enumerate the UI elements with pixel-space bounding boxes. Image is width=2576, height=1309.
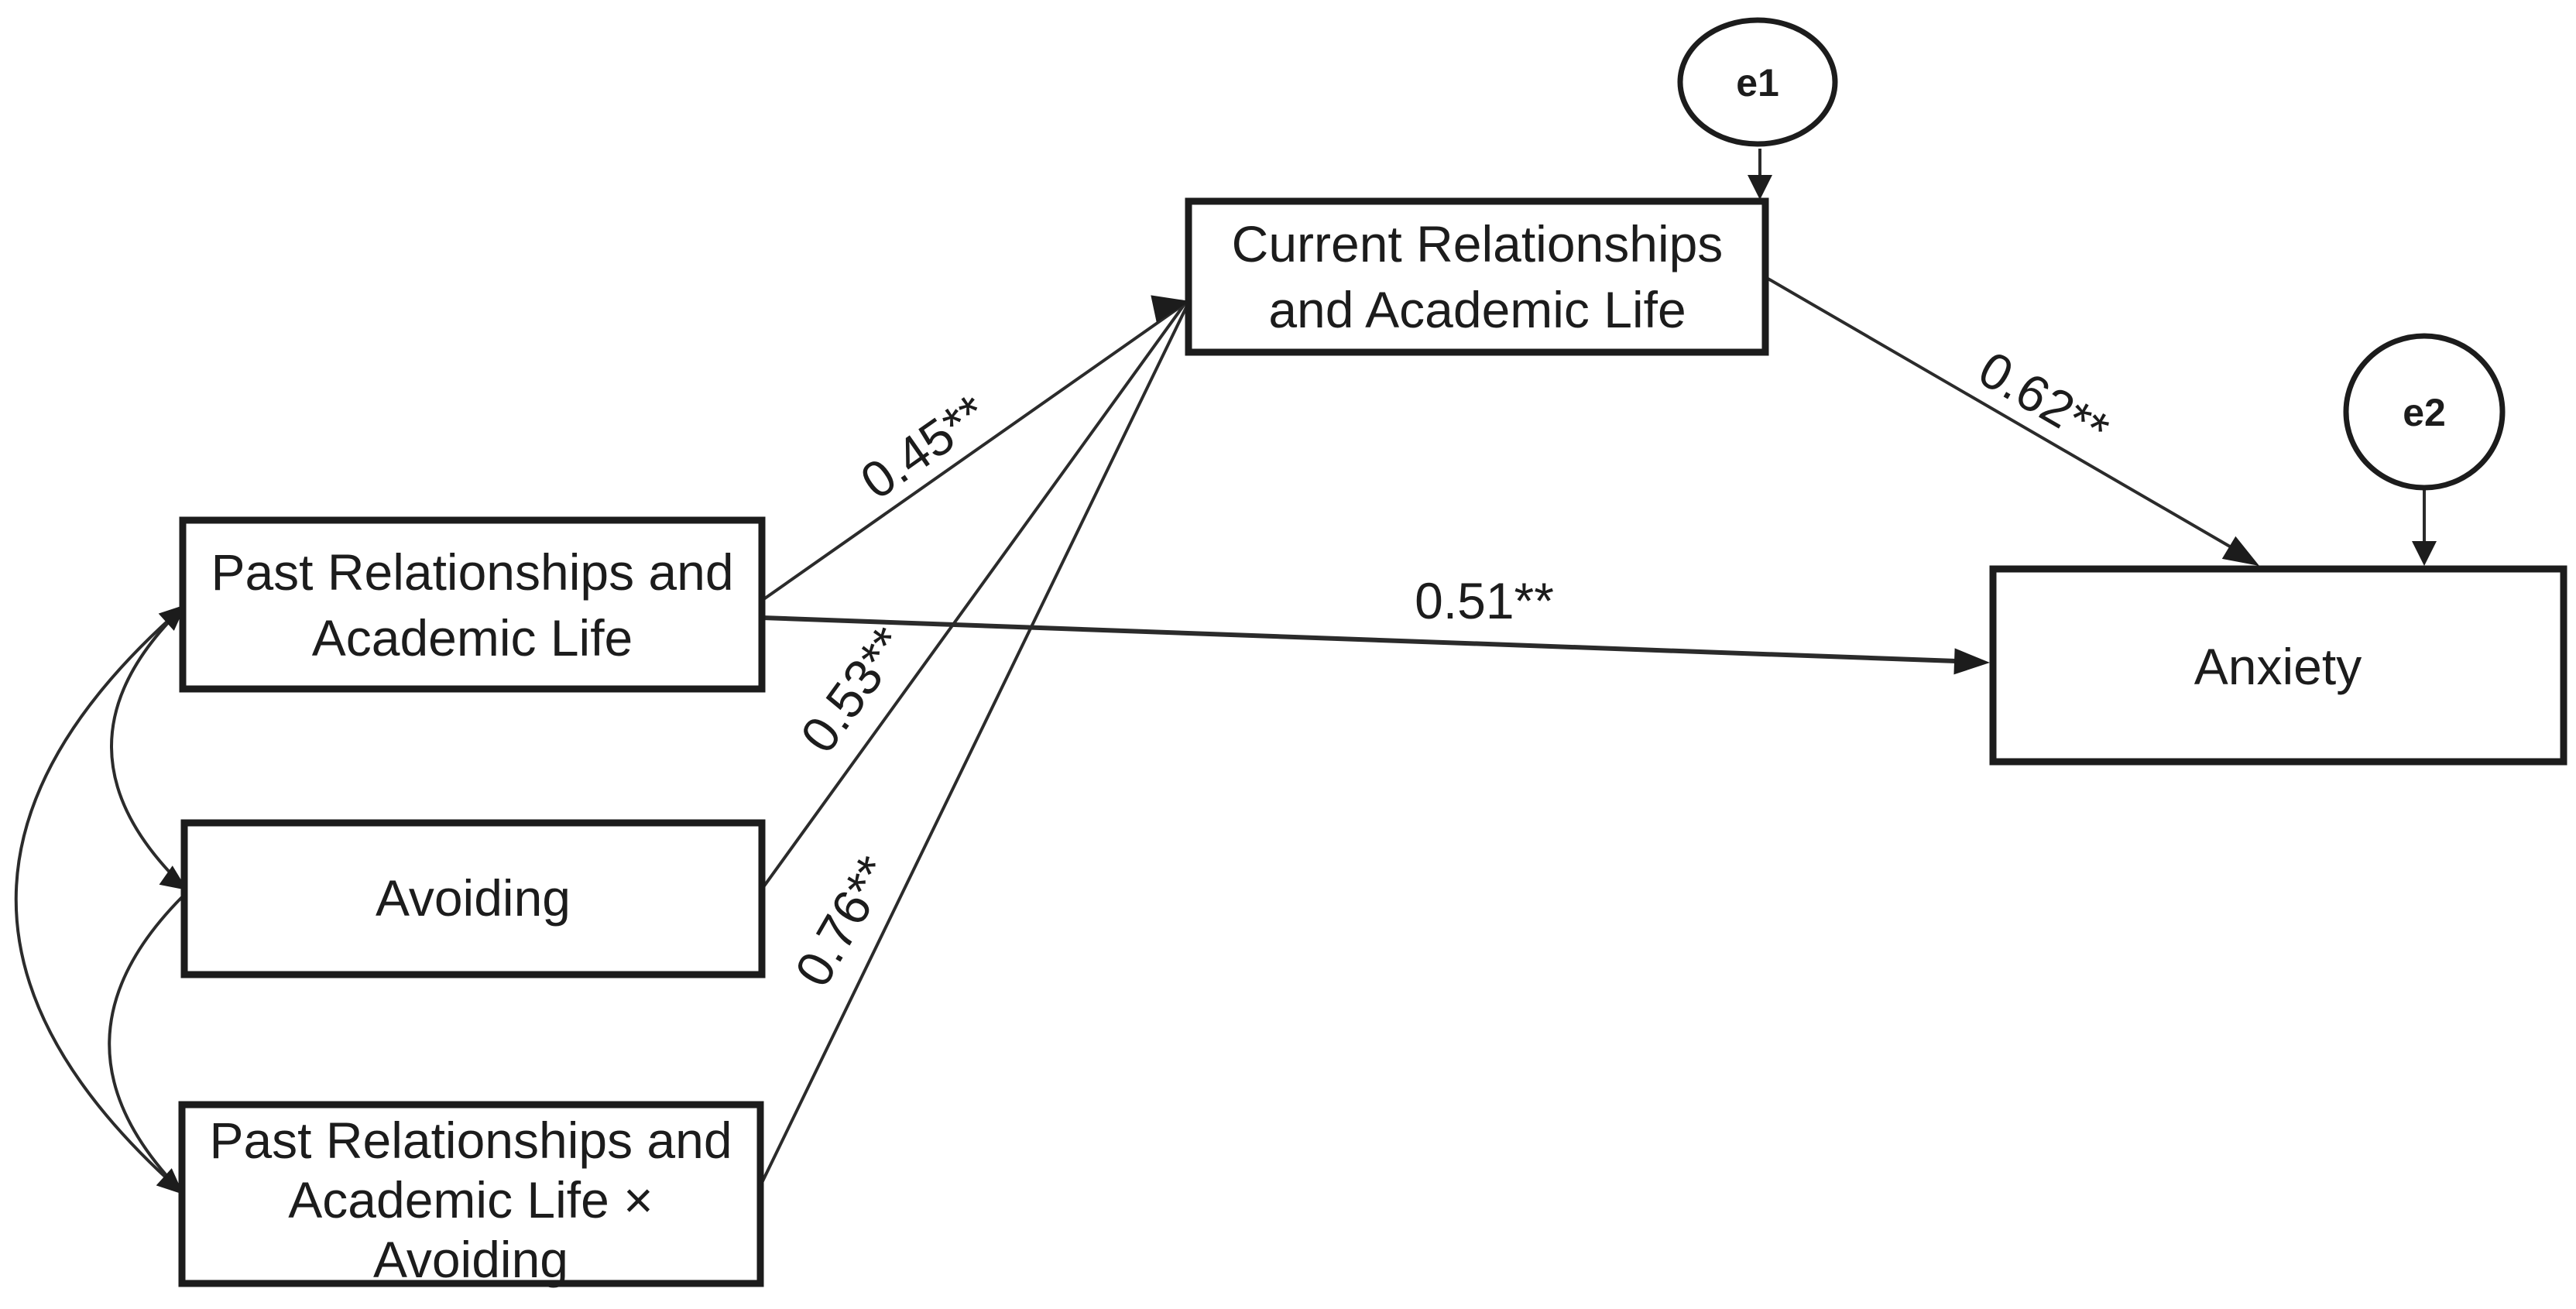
arrowhead: [156, 1168, 184, 1194]
arrowhead: [2221, 536, 2259, 566]
node-current-relationships-label-line1: Current Relationships: [1232, 215, 1724, 272]
covariance-arcs: [14, 605, 189, 1194]
error-term-e2-ellipse: [2343, 333, 2506, 491]
node-current-relationships-box: [1185, 197, 1769, 356]
arrowhead: [1151, 295, 1190, 323]
node-anxiety: Anxiety: [1989, 565, 2567, 766]
node-past-relationships: Past Relationships and Academic Life: [179, 516, 766, 693]
error-term-e2: e2: [2343, 333, 2506, 491]
coefficient-label-current-to-anxiety: 0.62**: [1970, 340, 2119, 459]
covariance-arc-past-avoiding: [110, 605, 187, 890]
node-interaction-label-line2: Academic Life ×: [288, 1171, 653, 1228]
coefficient-labels: 0.45** 0.53** 0.76** 0.51** 0.62**: [784, 340, 2118, 995]
path-lines: [759, 276, 2259, 1187]
node-interaction-label-line1: Past Relationships and: [209, 1112, 732, 1169]
node-interaction: Past Relationships and Academic Life × A…: [178, 1101, 764, 1288]
node-current-relationships: Current Relationships and Academic Life: [1185, 197, 1769, 356]
path-line-past-to-current: [761, 301, 1188, 601]
path-line-current-to-anxiety: [1764, 276, 2231, 548]
path-line-past-to-anxiety: [762, 615, 1957, 663]
error-term-e2-label: e2: [2403, 391, 2446, 434]
coefficient-label-past-to-current: 0.45**: [850, 383, 997, 510]
arrowhead: [1953, 648, 1990, 675]
arrowhead: [2412, 541, 2437, 566]
node-anxiety-label: Anxiety: [2194, 638, 2362, 695]
node-current-relationships-label-line2: and Academic Life: [1268, 281, 1686, 338]
node-avoiding-box: [180, 819, 766, 978]
node-past-relationships-box: [179, 516, 766, 693]
node-interaction-box: [178, 1101, 764, 1287]
arrowhead: [158, 605, 186, 631]
coefficient-label-interaction-to-current: 0.76**: [784, 847, 903, 996]
node-avoiding-label: Avoiding: [376, 869, 571, 927]
covariance-arc-past-interaction: [14, 605, 186, 1194]
error-term-e1: e1: [1677, 17, 1838, 147]
error-arrows: [1748, 149, 2437, 566]
covariance-arc-avoiding-interaction: [108, 890, 189, 1194]
error-term-e1-ellipse: [1677, 17, 1838, 147]
node-avoiding: Avoiding: [180, 819, 766, 978]
node-past-relationships-label-line2: Academic Life: [312, 609, 633, 666]
arrowhead: [1748, 175, 1772, 200]
path-line-interaction-to-current: [759, 303, 1189, 1187]
node-interaction-label-line3: Avoiding: [373, 1231, 568, 1288]
path-line-avoiding-to-current: [760, 300, 1188, 892]
arrowhead: [159, 865, 187, 890]
coefficient-label-past-to-anxiety: 0.51**: [1415, 572, 1554, 629]
coefficient-label-avoiding-to-current: 0.53**: [789, 617, 918, 763]
error-term-e1-label: e1: [1736, 61, 1779, 105]
node-anxiety-box: [1989, 565, 2567, 766]
node-past-relationships-label-line1: Past Relationships and: [211, 543, 733, 601]
